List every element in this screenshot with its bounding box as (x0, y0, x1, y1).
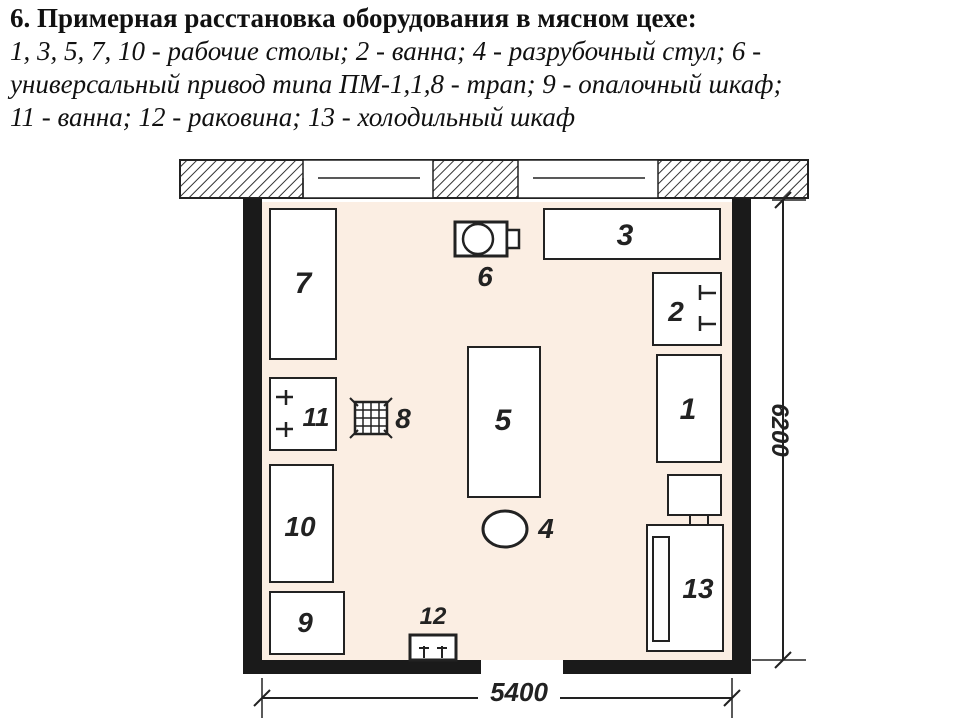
wall-left (243, 198, 262, 674)
cabinet-box (667, 474, 722, 516)
dimension-height (752, 191, 806, 669)
singeing-cabinet-9 (269, 591, 345, 655)
floor-plan: 7 6 3 2 11 (179, 159, 809, 718)
slide-heading: 6. Примерная расстановка оборудования в … (10, 2, 950, 134)
label-4: 4 (537, 513, 554, 544)
legend-line-2: универсальный привод типа ПМ-1,1,8 - тра… (10, 69, 783, 99)
wall-bottom-left (243, 660, 481, 674)
dimension-height-label: 6200 (766, 403, 793, 457)
sink-12 (408, 633, 458, 662)
slide-title: 6. Примерная расстановка оборудования в … (10, 3, 697, 33)
universal-drive-6 (453, 220, 521, 258)
label-8: 8 (395, 403, 411, 434)
label-3: 3 (617, 219, 634, 252)
label-12: 12 (420, 603, 447, 630)
chopping-block-4 (481, 509, 529, 549)
work-table-5 (467, 346, 541, 498)
label-9: 9 (297, 607, 313, 638)
wall-right (732, 198, 751, 674)
drain-8 (349, 397, 393, 439)
outer-wall-hatched (179, 159, 809, 199)
legend-line-3: 11 - ванна; 12 - раковина; 13 - холодиль… (10, 102, 576, 132)
label-11: 11 (303, 402, 330, 432)
work-table-3 (543, 208, 721, 260)
legend-line-1: 1, 3, 5, 7, 10 - рабочие столы; 2 - ванн… (10, 36, 762, 66)
label-5: 5 (495, 404, 513, 437)
bath-2 (652, 272, 722, 346)
label-13: 13 (682, 573, 714, 604)
label-1: 1 (680, 393, 697, 426)
label-2: 2 (667, 296, 684, 327)
label-7: 7 (295, 267, 313, 300)
label-6: 6 (477, 261, 493, 292)
work-table-7 (269, 208, 337, 360)
bath-11 (269, 377, 337, 451)
wall-bottom-right (563, 660, 751, 674)
work-table-1 (656, 354, 722, 463)
label-10: 10 (284, 511, 316, 542)
window-left (302, 159, 434, 199)
work-table-10 (269, 464, 334, 583)
window-right (517, 159, 659, 199)
dimension-width-label: 5400 (490, 677, 548, 707)
refrigerator-cabinet-13 (646, 524, 724, 652)
